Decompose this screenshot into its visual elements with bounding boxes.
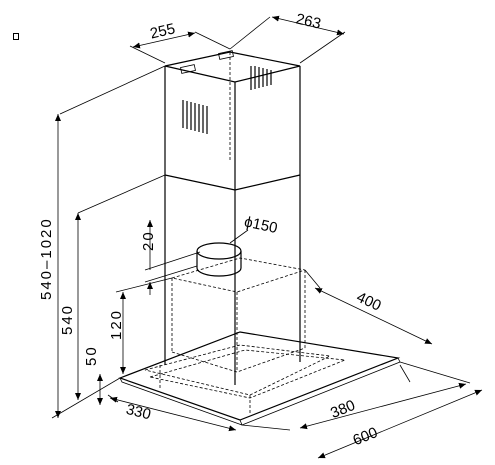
dim-duct-diameter: ϕ150 <box>229 213 279 244</box>
dim-chimney-width: 255 <box>129 20 231 64</box>
label-20: 20 <box>140 230 157 251</box>
dim-canopy-height: 120 <box>108 277 173 374</box>
label-120: 120 <box>108 309 125 340</box>
label-540: 540 <box>59 304 76 335</box>
dim-front-depth: 330 <box>107 394 237 432</box>
dim-offset: 20 <box>140 220 201 295</box>
dim-lower-height: 540 <box>59 174 166 400</box>
label-600: 600 <box>351 424 381 449</box>
vent-grille-left <box>182 100 208 134</box>
dim-base-depth: 380 <box>241 361 471 431</box>
label-400: 400 <box>354 289 384 315</box>
dim-canopy-depth: 400 <box>304 269 433 345</box>
label-330: 330 <box>124 401 152 424</box>
chimney-upper <box>164 50 301 190</box>
vent-grille-right <box>250 66 272 90</box>
dim-base-height: 50 <box>83 345 103 405</box>
label-diameter-150: ϕ150 <box>243 213 279 237</box>
dim-total-height: 540–1020 <box>38 65 166 419</box>
label-540-1020: 540–1020 <box>38 217 55 300</box>
chimney-lower <box>164 174 301 385</box>
motor-housing <box>171 257 306 373</box>
dim-chimney-depth: 263 <box>229 11 346 64</box>
duct-collar <box>196 242 242 277</box>
label-255: 255 <box>149 20 177 42</box>
label-263: 263 <box>294 11 322 33</box>
corner-marker <box>13 33 19 40</box>
label-50: 50 <box>83 345 100 366</box>
label-380: 380 <box>328 397 358 422</box>
